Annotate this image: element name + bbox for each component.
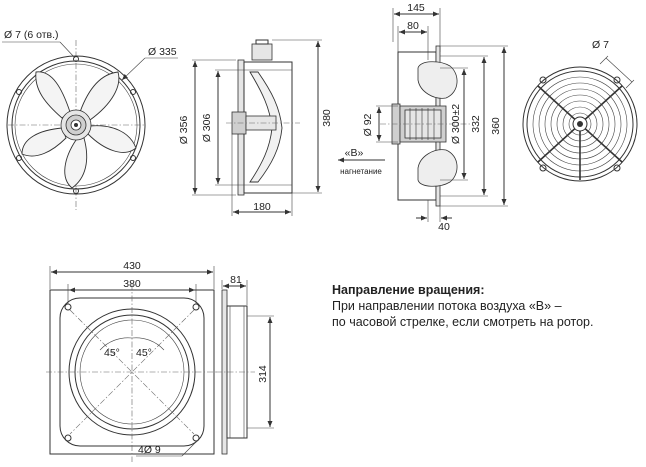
- plate-width-380: 380: [123, 278, 141, 290]
- section-width-80: 80: [407, 20, 419, 32]
- plate-depth-81: 81: [230, 274, 242, 286]
- plate-angle-right: 45°: [136, 347, 152, 359]
- flow-sublabel: нагнетание: [340, 167, 382, 176]
- section-motor-dia: Ø 92: [362, 113, 374, 136]
- section-dim-360: 360: [490, 117, 502, 135]
- plate-width-430: 430: [123, 260, 141, 272]
- rotation-note-line2: по часовой стрелке, если смотреть на рот…: [332, 315, 594, 329]
- front-view: Ø 7 (6 отв.) Ø 335: [2, 29, 178, 210]
- front-mounting-holes: [16, 56, 136, 194]
- rotation-note: Направление вращения: При направлении по…: [332, 282, 632, 330]
- grille-view: Ø 7: [522, 39, 638, 182]
- side-dia-306: Ø 306: [201, 114, 213, 143]
- section-bolt-circle: Ø 300±2: [450, 104, 462, 144]
- side-outer-dia: Ø 356: [178, 116, 190, 145]
- plate-height-314: 314: [257, 365, 269, 383]
- front-holes-label: Ø 7 (6 отв.): [4, 29, 59, 41]
- section-dim-332: 332: [470, 115, 482, 133]
- side-view: Ø 356 Ø 306 380 180: [178, 39, 333, 216]
- plate-angle-left: 45°: [104, 347, 120, 359]
- front-impeller-dia: Ø 335: [148, 46, 177, 58]
- plate-side-view: 81 314: [216, 274, 274, 455]
- section-dim-40: 40: [438, 221, 450, 233]
- section-view: 145 80 «B» нагнетание Ø 92: [338, 2, 508, 233]
- rotation-note-title: Направление вращения:: [332, 283, 485, 297]
- rotation-note-line1: При направлении потока воздуха «B» –: [332, 299, 562, 313]
- plate-view: 45° 45° 430 380 4Ø 9: [46, 260, 218, 462]
- side-depth-180: 180: [253, 201, 271, 213]
- side-height-380: 380: [321, 109, 333, 127]
- grille-hole-dia: Ø 7: [592, 39, 609, 51]
- fan-blades: [21, 71, 137, 189]
- flow-label: «B»: [345, 147, 364, 159]
- section-width-145: 145: [407, 2, 425, 14]
- plate-holes-label: 4Ø 9: [138, 444, 161, 456]
